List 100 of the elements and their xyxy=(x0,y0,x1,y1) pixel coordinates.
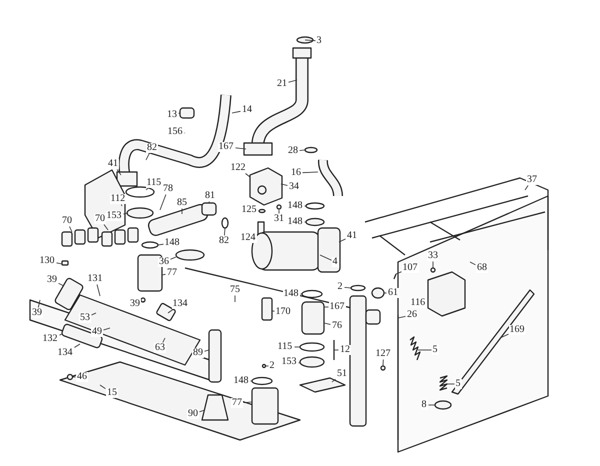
callout-number: 70 xyxy=(61,216,73,226)
callout-number: 153 xyxy=(106,211,122,221)
leader-line xyxy=(432,261,434,268)
leader-line xyxy=(158,244,164,246)
leader-line xyxy=(234,295,236,302)
callout-number: 85 xyxy=(176,198,188,208)
leader-line xyxy=(396,271,402,274)
callout-number: 89 xyxy=(192,348,204,358)
leader-line xyxy=(141,300,146,302)
callout-number: 115 xyxy=(146,178,162,188)
leader-line xyxy=(56,262,62,264)
callout-number: 134 xyxy=(56,348,74,358)
callout-number: 82 xyxy=(146,143,158,153)
callout-number: 131 xyxy=(86,274,104,284)
leader-line xyxy=(91,312,96,316)
callout-number: 148 xyxy=(282,289,300,299)
leader-line xyxy=(299,150,306,151)
callout-number: 21 xyxy=(276,79,288,89)
callout-number: 130 xyxy=(38,256,56,266)
leader-line xyxy=(302,172,318,174)
callout-number: 122 xyxy=(230,163,246,173)
leader-line xyxy=(320,254,332,261)
callout-number: 81 xyxy=(204,191,216,201)
callout-number: 75 xyxy=(229,285,241,295)
leader-line xyxy=(116,169,122,176)
callout-number: 51 xyxy=(336,369,348,379)
callout-number: 13 xyxy=(166,110,178,120)
callout-number: 46 xyxy=(76,372,88,382)
callout-number: 53 xyxy=(79,313,91,323)
callout-number: 115 xyxy=(276,342,294,352)
callout-number: 2 xyxy=(336,282,344,292)
callout-number: 76 xyxy=(331,321,343,331)
leader-line xyxy=(524,185,528,190)
leader-line xyxy=(235,148,246,150)
leader-line xyxy=(59,334,62,336)
leader-line xyxy=(382,359,384,366)
callout-number: 78 xyxy=(162,184,174,194)
callout-number: 153 xyxy=(280,357,298,367)
callout-number: 33 xyxy=(427,251,439,261)
callout-number: 124 xyxy=(240,233,256,243)
leader-line xyxy=(162,274,166,276)
callout-number: 31 xyxy=(273,214,285,224)
callout-number: 90 xyxy=(187,409,199,419)
leader-line xyxy=(96,284,100,296)
leader-line xyxy=(120,204,122,206)
leader-line xyxy=(243,402,252,403)
callout-number: 26 xyxy=(406,310,418,320)
leader-line xyxy=(38,300,40,308)
leader-line xyxy=(146,188,148,190)
leader-line xyxy=(160,194,166,210)
leader-line xyxy=(204,350,210,352)
leader-line xyxy=(428,404,436,406)
callout-number: 14 xyxy=(241,105,253,115)
callout-number: 28 xyxy=(287,146,299,156)
leader-line xyxy=(245,173,250,178)
leader-line xyxy=(224,228,226,236)
callout-number: 82 xyxy=(218,236,230,246)
callout-number: 41 xyxy=(107,159,119,169)
callout-number: 167 xyxy=(218,142,234,152)
leader-line xyxy=(72,376,76,378)
callout-number: 132 xyxy=(42,334,58,344)
leader-line xyxy=(199,410,206,412)
callout-number: 148 xyxy=(164,238,180,248)
callout-number: 77 xyxy=(166,268,178,278)
callout-number: 39 xyxy=(31,308,43,318)
leader-line xyxy=(74,344,80,348)
callout-number: 170 xyxy=(274,307,292,317)
leader-line xyxy=(58,282,64,286)
leader-line xyxy=(232,110,241,114)
callout-number: 107 xyxy=(402,263,418,273)
leader-line xyxy=(324,306,329,308)
leader-line xyxy=(304,40,316,42)
callout-number: 125 xyxy=(240,205,258,215)
leader-line xyxy=(398,316,406,318)
callout-number: 63 xyxy=(154,343,166,353)
leader-line xyxy=(103,328,110,330)
leader-line xyxy=(278,210,280,214)
leader-line xyxy=(280,184,288,186)
callout-number: 34 xyxy=(288,182,300,192)
callout-number: 127 xyxy=(374,349,392,359)
leader-line xyxy=(324,322,331,325)
callout-number: 116 xyxy=(410,298,426,308)
callout-number: 16 xyxy=(290,168,302,178)
callout-number: 3 xyxy=(316,36,322,46)
leader-line xyxy=(146,153,150,160)
callout-number: 70 xyxy=(94,214,106,224)
callout-number: 41 xyxy=(346,231,358,241)
callout-number: 49 xyxy=(91,327,103,337)
callout-number: 77 xyxy=(231,398,243,408)
leader-line xyxy=(294,346,300,348)
callout-number: 37 xyxy=(526,175,538,185)
leader-line xyxy=(100,384,106,390)
callout-number: 39 xyxy=(46,275,58,285)
callout-number: 2 xyxy=(268,361,276,371)
leader-line xyxy=(162,338,166,343)
callout-number: 169 xyxy=(508,325,526,335)
callout-number: 61 xyxy=(387,288,399,298)
callout-number: 148 xyxy=(232,376,250,386)
leader-line xyxy=(69,226,72,232)
callout-number: 148 xyxy=(286,201,304,211)
